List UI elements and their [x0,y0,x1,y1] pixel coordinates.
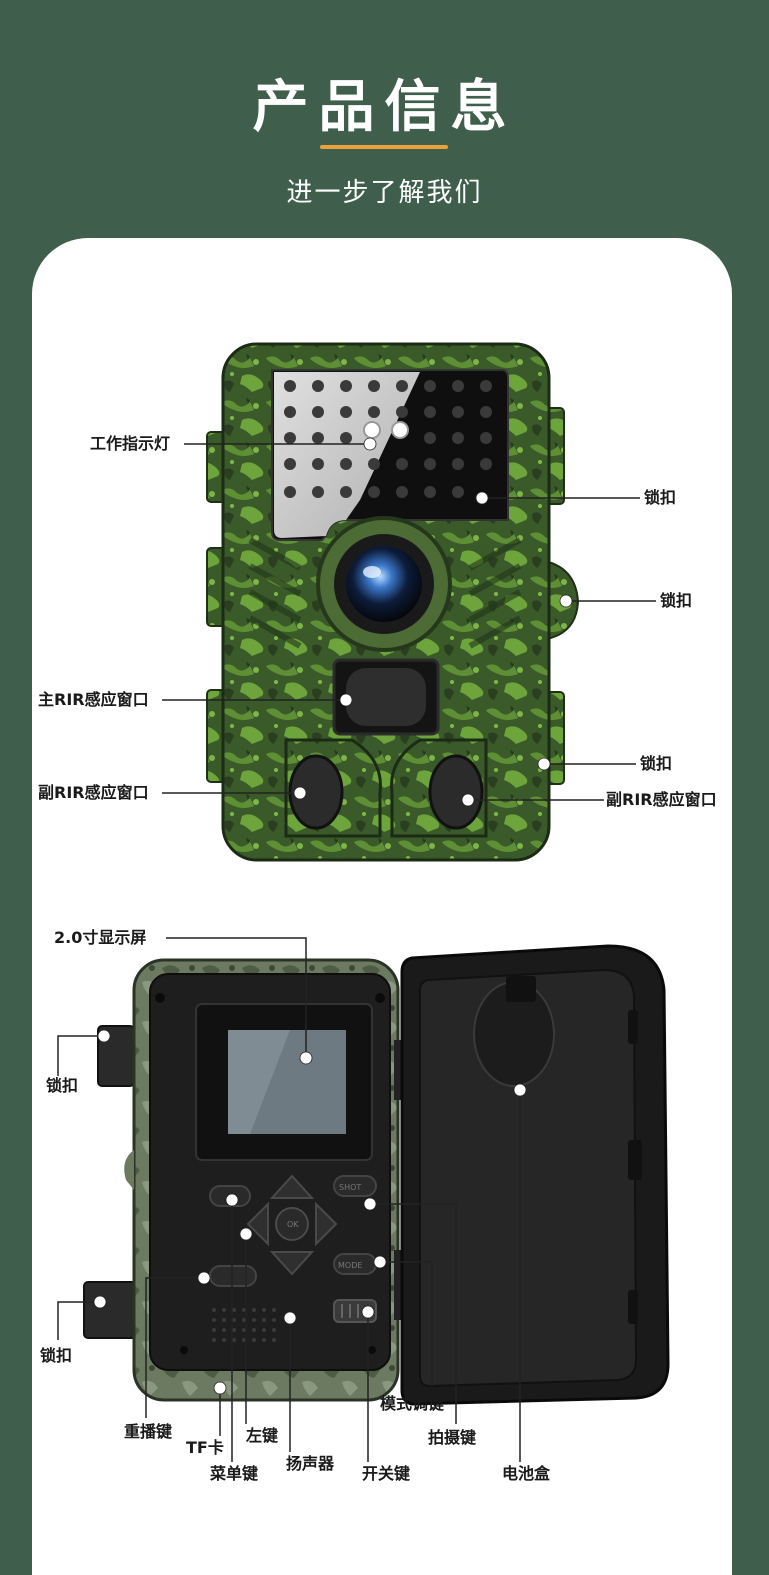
page-title: 产品信息 [252,75,517,140]
label-main-pir: 主RIR感应窗口 [38,690,149,709]
label-shoot-key: 拍摄键 [428,1428,477,1447]
label-battery-box: 电池盒 [502,1464,551,1483]
label-lock-left-bottom: 锁扣 [40,1346,73,1365]
label-power-switch: 开关键 [362,1464,411,1483]
mode-button-text: MODE [338,1261,362,1270]
label-speaker: 扬声器 [286,1454,335,1473]
label-lock-top-right: 锁扣 [644,488,677,507]
label-tf-card: TF卡 [186,1438,224,1457]
shot-button-text: SHOT [339,1183,361,1192]
label-mode-key: 模式调键 [380,1394,445,1413]
ok-button-text: OK [287,1220,299,1229]
page-subtitle: 进一步了解我们 [286,178,483,208]
label-menu-key: 菜单键 [210,1464,259,1483]
label-status-light: 工作指示灯 [90,434,171,453]
label-screen: 2.0寸显示屏 [54,928,147,947]
label-lock-mid-right: 锁扣 [660,591,693,610]
label-left-key: 左键 [246,1426,279,1445]
label-sub-pir-right: 副RIR感应窗口 [606,790,717,809]
label-lock-lower-right: 锁扣 [640,754,673,773]
label-sub-pir-left: 副RIR感应窗口 [38,783,149,802]
label-replay-key: 重播键 [124,1422,173,1441]
title-underline [320,145,448,149]
label-lock-left-top: 锁扣 [46,1076,79,1095]
